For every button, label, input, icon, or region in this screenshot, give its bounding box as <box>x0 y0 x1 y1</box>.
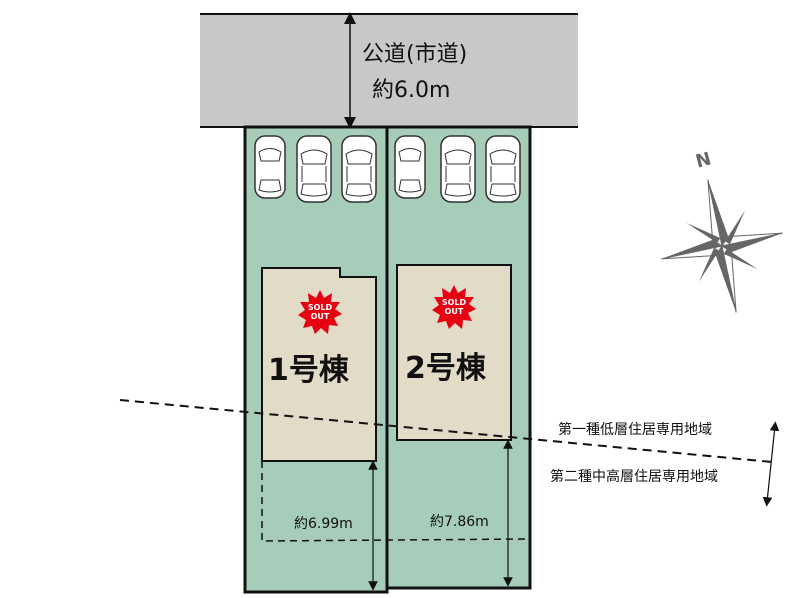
zone-lower: 第二種中高層住居専用地域 <box>550 469 718 485</box>
setback-line <box>261 461 531 542</box>
road-width: 約6.0m <box>372 78 451 103</box>
zone-boundary <box>119 399 773 463</box>
road-name: 公道(市道) <box>362 42 468 67</box>
building-1-label: 1号棟 <box>268 353 349 388</box>
compass-icon <box>661 179 783 313</box>
building-2-label: 2号棟 <box>405 351 486 386</box>
setback-2: 約7.86m <box>430 514 489 530</box>
zone-upper: 第一種低層住居専用地域 <box>558 422 712 438</box>
sold-out-badge-2: SOLD OUT <box>432 285 476 329</box>
sold-out-badge-1: SOLD OUT <box>298 290 342 334</box>
setback-1: 約6.99m <box>294 516 353 532</box>
road <box>200 14 578 127</box>
